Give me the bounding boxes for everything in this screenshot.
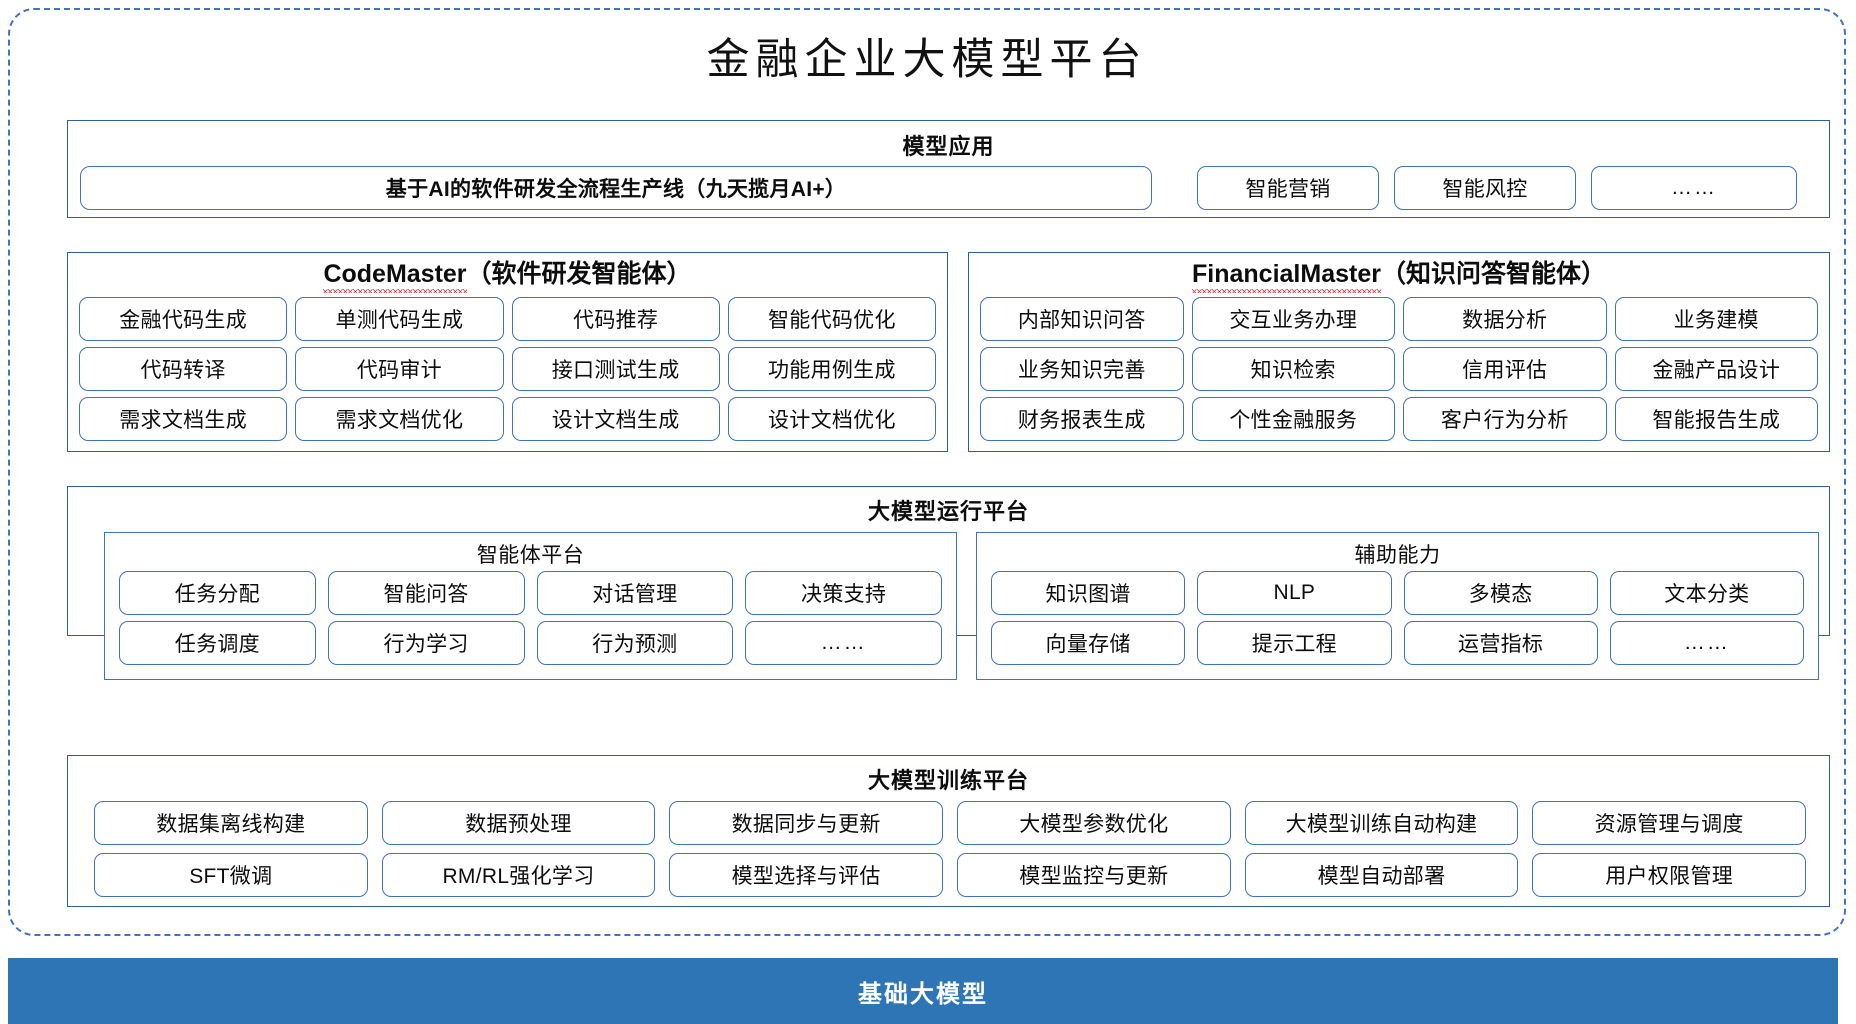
section-title-codemaster: CodeMaster（软件研发智能体）: [68, 258, 947, 293]
page-title: 金融企业大模型平台: [706, 35, 1148, 85]
capability-item[interactable]: 金融代码生成: [79, 297, 288, 341]
training-item[interactable]: 模型自动部署: [1244, 853, 1519, 897]
section-training-platform: 大模型训练平台 数据集离线构建 数据预处理 数据同步与更新 大模型参数优化 大模…: [67, 755, 1830, 907]
app-item-smart-risk-control[interactable]: 智能风控: [1394, 166, 1576, 210]
training-item[interactable]: 数据同步与更新: [669, 801, 943, 845]
capability-item[interactable]: 智能代码优化: [727, 297, 936, 341]
capability-item[interactable]: 财务报表生成: [980, 397, 1184, 441]
runtime-item[interactable]: 任务调度: [119, 621, 316, 665]
auxiliary-item[interactable]: NLP: [1197, 571, 1392, 615]
auxiliary-item[interactable]: 文本分类: [1609, 571, 1804, 615]
capability-item[interactable]: 设计文档优化: [727, 397, 936, 441]
capability-item[interactable]: 单测代码生成: [295, 297, 504, 341]
training-item[interactable]: SFT微调: [94, 853, 368, 897]
capability-item[interactable]: 知识检索: [1191, 347, 1395, 391]
runtime-item[interactable]: 行为学习: [327, 621, 525, 665]
capability-item[interactable]: 个性金融服务: [1191, 397, 1395, 441]
capability-item[interactable]: 代码审计: [295, 347, 504, 391]
codemaster-capability-grid: 金融代码生成 单测代码生成 代码推荐 智能代码优化 代码转译 代码审计 接口测试…: [79, 297, 936, 441]
auxiliary-item[interactable]: 向量存储: [991, 621, 1186, 665]
section-title-financialmaster: FinancialMaster（知识问答智能体）: [969, 258, 1829, 293]
training-item[interactable]: 模型监控与更新: [956, 853, 1231, 897]
training-item[interactable]: 数据预处理: [381, 801, 656, 845]
auxiliary-item[interactable]: 知识图谱: [991, 571, 1186, 615]
auxiliary-item[interactable]: 运营指标: [1403, 621, 1598, 665]
auxiliary-item[interactable]: 提示工程: [1197, 621, 1392, 665]
runtime-item[interactable]: 决策支持: [745, 571, 942, 615]
platform-container: 金融企业大模型平台 模型应用 基于AI的软件研发全流程生产线（九天揽月AI+） …: [8, 8, 1846, 936]
training-capability-grid: 数据集离线构建 数据预处理 数据同步与更新 大模型参数优化 大模型训练自动构建 …: [94, 801, 1806, 897]
training-item[interactable]: 大模型训练自动构建: [1244, 801, 1519, 845]
capability-item[interactable]: 交互业务办理: [1191, 297, 1395, 341]
section-runtime-platform: 大模型运行平台 智能体平台 任务分配 智能问答 对话管理 决策支持 任务调度 行…: [67, 486, 1830, 680]
capability-item[interactable]: 智能报告生成: [1614, 397, 1818, 441]
model-applications-row: 基于AI的软件研发全流程生产线（九天揽月AI+） 智能营销 智能风控 ……: [80, 166, 1819, 210]
section-title-model-applications: 模型应用: [902, 134, 995, 159]
runtime-item[interactable]: 行为预测: [536, 621, 734, 665]
app-item-ai-pipeline[interactable]: 基于AI的软件研发全流程生产线（九天揽月AI+）: [80, 166, 1152, 210]
app-item-smart-marketing[interactable]: 智能营销: [1197, 166, 1379, 210]
runtime-item-more[interactable]: ……: [745, 621, 942, 665]
codemaster-suffix: （软件研发智能体）: [466, 260, 692, 288]
subsection-agent-platform: 智能体平台 任务分配 智能问答 对话管理 决策支持 任务调度 行为学习 行为预测…: [104, 532, 957, 680]
capability-item[interactable]: 需求文档生成: [79, 397, 288, 441]
runtime-item[interactable]: 任务分配: [119, 571, 316, 615]
capability-item[interactable]: 业务建模: [1614, 297, 1818, 341]
section-title-runtime-platform: 大模型运行平台: [867, 499, 1029, 524]
training-item[interactable]: 模型选择与评估: [669, 853, 943, 897]
capability-item[interactable]: 业务知识完善: [980, 347, 1184, 391]
capability-item[interactable]: 需求文档优化: [295, 397, 504, 441]
capability-item[interactable]: 内部知识问答: [980, 297, 1184, 341]
app-item-more[interactable]: ……: [1591, 166, 1797, 210]
auxiliary-item-more[interactable]: ……: [1609, 621, 1804, 665]
foundation-model-bar: 基础大模型: [8, 958, 1838, 1024]
auxiliary-capabilities-grid: 知识图谱 NLP 多模态 文本分类 向量存储 提示工程 运营指标 ……: [991, 571, 1804, 665]
capability-item[interactable]: 金融产品设计: [1614, 347, 1818, 391]
section-financialmaster: FinancialMaster（知识问答智能体） 内部知识问答 交互业务办理 数…: [968, 252, 1830, 452]
training-item[interactable]: 数据集离线构建: [94, 801, 368, 845]
section-codemaster: CodeMaster（软件研发智能体） 金融代码生成 单测代码生成 代码推荐 智…: [67, 252, 948, 452]
subsection-title-agent-platform: 智能体平台: [476, 544, 585, 567]
financialmaster-name: FinancialMaster: [1192, 260, 1381, 293]
capability-item[interactable]: 设计文档生成: [511, 397, 720, 441]
capability-item[interactable]: 接口测试生成: [511, 347, 720, 391]
runtime-item[interactable]: 智能问答: [327, 571, 525, 615]
section-title-training-platform: 大模型训练平台: [867, 768, 1029, 793]
capability-item[interactable]: 信用评估: [1403, 347, 1607, 391]
training-item[interactable]: 用户权限管理: [1532, 853, 1806, 897]
codemaster-name: CodeMaster: [323, 260, 467, 293]
financialmaster-capability-grid: 内部知识问答 交互业务办理 数据分析 业务建模 业务知识完善 知识检索 信用评估…: [980, 297, 1818, 441]
capability-item[interactable]: 功能用例生成: [727, 347, 936, 391]
subsection-title-auxiliary-capabilities: 辅助能力: [1354, 544, 1441, 567]
capability-item[interactable]: 代码转译: [79, 347, 288, 391]
capability-item[interactable]: 客户行为分析: [1403, 397, 1607, 441]
training-item[interactable]: 资源管理与调度: [1532, 801, 1806, 845]
agent-platform-grid: 任务分配 智能问答 对话管理 决策支持 任务调度 行为学习 行为预测 ……: [119, 571, 942, 665]
training-item[interactable]: RM/RL强化学习: [381, 853, 656, 897]
subsection-auxiliary-capabilities: 辅助能力 知识图谱 NLP 多模态 文本分类 向量存储 提示工程 运营指标 ……: [976, 532, 1819, 680]
training-item[interactable]: 大模型参数优化: [956, 801, 1231, 845]
runtime-item[interactable]: 对话管理: [536, 571, 734, 615]
capability-item[interactable]: 数据分析: [1403, 297, 1607, 341]
auxiliary-item[interactable]: 多模态: [1403, 571, 1598, 615]
financialmaster-suffix: （知识问答智能体）: [1380, 260, 1606, 288]
section-model-applications: 模型应用 基于AI的软件研发全流程生产线（九天揽月AI+） 智能营销 智能风控 …: [67, 120, 1830, 218]
capability-item[interactable]: 代码推荐: [511, 297, 720, 341]
